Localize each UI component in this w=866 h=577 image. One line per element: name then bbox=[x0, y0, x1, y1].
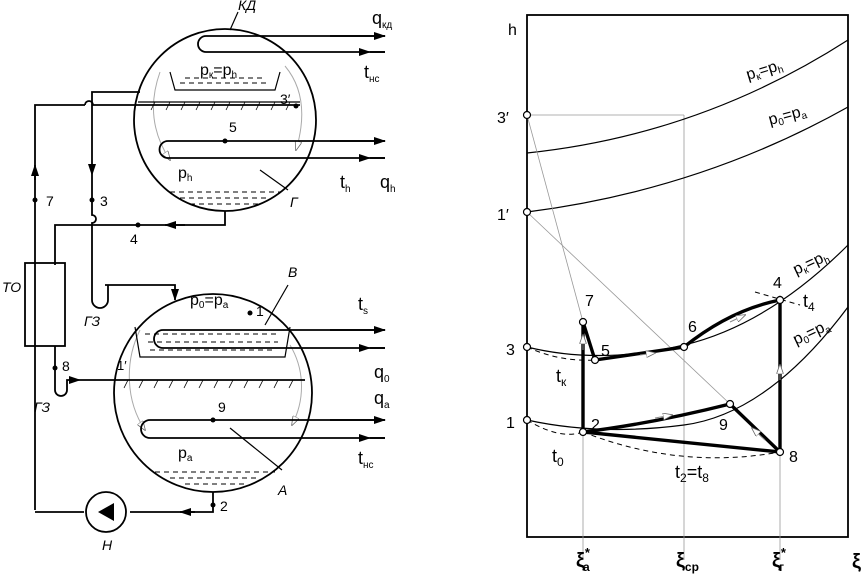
cycle-point-6: 6 bbox=[688, 319, 697, 336]
tick-xi-a: ξ*a bbox=[576, 545, 591, 574]
label-g: Г bbox=[290, 194, 299, 210]
point-1prime: 1′ bbox=[117, 358, 127, 373]
label-gz1: ГЗ bbox=[84, 313, 100, 329]
isotherm-t2-t8: t2=t8 bbox=[675, 462, 709, 485]
point-8: 8 bbox=[62, 358, 70, 374]
flow-th: th bbox=[340, 172, 351, 195]
isobar-label-2: p0=pa bbox=[767, 102, 809, 130]
cycle-point-9: 9 bbox=[719, 417, 728, 434]
axis-point-3prime: 3′ bbox=[497, 110, 509, 127]
pressure-kd: pк=ph bbox=[200, 62, 237, 81]
pressure-a: pa bbox=[178, 445, 193, 464]
label-v: В bbox=[288, 264, 297, 280]
h-xi-diagram: h ξ ξ*a ξcp ξ*г pк=ph p0=pa pк=ph p0=pa … bbox=[497, 14, 861, 574]
label-gz2: ГЗ bbox=[34, 399, 50, 415]
cycle-point-8: 8 bbox=[789, 449, 798, 466]
flow-q0: q0 bbox=[374, 362, 390, 385]
axis-h-label: h bbox=[508, 22, 517, 39]
flow-qkd: qкд bbox=[372, 8, 392, 31]
point-3: 3 bbox=[100, 193, 108, 209]
pressure-g: ph bbox=[178, 165, 192, 184]
cycle-point-5: 5 bbox=[601, 343, 610, 360]
label-n: Н bbox=[102, 537, 113, 553]
scheme-labels: КД Г В А ТО ГЗ ГЗ Н 7 3 4 3′ 5 1 1′ 8 9 … bbox=[2, 0, 396, 553]
label-to: ТО bbox=[2, 279, 21, 295]
top-vessel bbox=[133, 11, 386, 212]
point-2: 2 bbox=[220, 498, 228, 514]
axis-xi-label: ξ bbox=[852, 551, 861, 573]
bottom-vessel bbox=[69, 284, 386, 493]
point-5: 5 bbox=[229, 119, 237, 135]
isotherm-tk: tк bbox=[556, 366, 567, 389]
cycle-point-2: 2 bbox=[591, 417, 600, 434]
label-a: А bbox=[277, 482, 287, 498]
flow-tns-top: tнс bbox=[364, 62, 380, 85]
flow-qh: qh bbox=[380, 172, 396, 195]
tick-xi-cp: ξcp bbox=[676, 550, 699, 574]
axis-point-1: 1 bbox=[506, 415, 515, 432]
axis-point-1prime: 1′ bbox=[497, 207, 509, 224]
label-kd: КД bbox=[238, 0, 256, 13]
point-3prime: 3′ bbox=[280, 91, 291, 107]
isobar-label-4: p0=pa bbox=[791, 317, 834, 351]
pressure-v: p0=pa bbox=[190, 292, 229, 311]
scheme: КД Г В А ТО ГЗ ГЗ Н 7 3 4 3′ 5 1 1′ 8 9 … bbox=[2, 0, 396, 553]
tick-xi-g: ξ*г bbox=[772, 545, 787, 574]
piping bbox=[24, 91, 300, 533]
point-4: 4 bbox=[130, 231, 138, 247]
cycle-point-4: 4 bbox=[773, 275, 782, 292]
isobar-label-1: pк=ph bbox=[744, 57, 785, 86]
point-9: 9 bbox=[218, 399, 226, 415]
point-1: 1 bbox=[256, 303, 264, 319]
isotherm-t0: t0 bbox=[552, 446, 564, 469]
flow-tns-bot: tнс bbox=[358, 448, 374, 471]
point-7: 7 bbox=[46, 193, 54, 209]
axis-point-3: 3 bbox=[506, 342, 515, 359]
flow-ts: ts bbox=[358, 294, 368, 317]
isobar-label-3: pк=ph bbox=[791, 248, 833, 281]
isotherm-t4: t4 bbox=[803, 291, 815, 314]
flow-qa: qa bbox=[374, 388, 390, 411]
cycle-point-7: 7 bbox=[585, 293, 594, 310]
